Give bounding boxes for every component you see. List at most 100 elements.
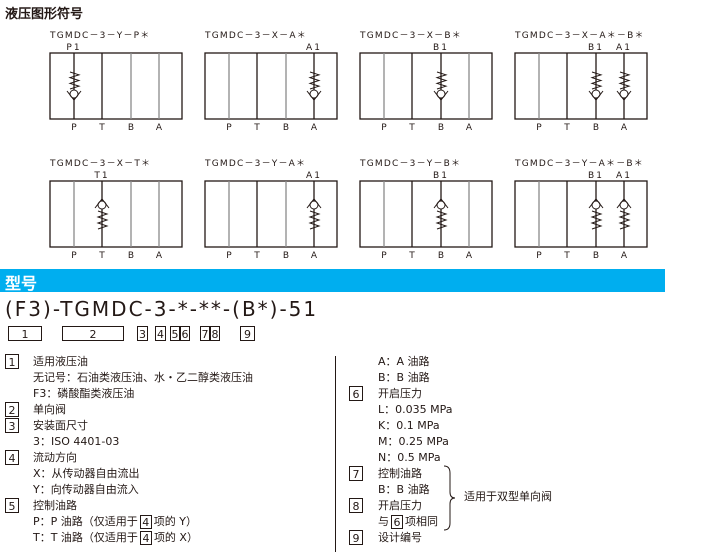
legend-text: X：从传动器自由流出: [33, 467, 140, 480]
port-label: A: [156, 123, 163, 133]
check-valve-icon: [588, 71, 604, 101]
legend-text: 开启压力: [378, 387, 422, 400]
port-label: B: [128, 123, 134, 133]
diagram-title: TGMDC－3－Y－B＊: [360, 159, 462, 169]
diagram-title: TGMDC－3－Y－A＊: [205, 159, 307, 169]
port-label: B: [438, 251, 444, 261]
legend-line: F3：磷酸酯类液压油: [33, 386, 134, 402]
diagram-title: TGMDC－3－Y－P＊: [50, 31, 151, 41]
model-code: (F3)-TGMDC-3-*-**-(B*)-51: [5, 297, 319, 321]
model-header-bar: 型号: [0, 269, 665, 293]
port-label: T: [253, 251, 260, 261]
port-label: B: [283, 251, 289, 261]
item-number: 5: [5, 498, 19, 513]
port-label: P: [226, 123, 232, 133]
code-box-9: 9: [240, 326, 255, 341]
port-label: P: [536, 251, 542, 261]
port-label: P: [226, 251, 232, 261]
legend-text: 无记号：石油类液压油、水・乙二醇类液压油: [33, 371, 253, 384]
legend-line: 开启压力: [378, 386, 422, 402]
legend-line: M：0.25 MPa: [378, 434, 449, 450]
item-reference: 4: [139, 515, 152, 529]
diagram-title: TGMDC－3－X－A＊: [205, 31, 307, 41]
code-box-7: 7: [200, 326, 210, 341]
check-valve-icon: [433, 71, 449, 101]
port-label: B: [128, 251, 134, 261]
check-valve-icon: [616, 71, 632, 101]
legend-text: 单向阀: [33, 403, 66, 416]
port-label: T: [563, 251, 570, 261]
port-label: P: [71, 251, 77, 261]
bracket-note: 适用于双型单向阀: [464, 490, 552, 503]
legend-text: 适用液压油: [33, 355, 88, 368]
code-box-6: 6: [180, 326, 190, 341]
port-label: T: [253, 123, 260, 133]
item-number: 3: [5, 418, 19, 433]
item-reference: 4: [139, 531, 152, 545]
legend-text: B：B 油路: [378, 483, 430, 496]
legend-line: A：A 油路: [378, 354, 430, 370]
legend-line: 流动方向: [33, 450, 77, 466]
valve-label: A1: [616, 43, 632, 53]
code-box-2: 2: [62, 326, 124, 341]
legend-text: 3：ISO 4401-03: [33, 435, 120, 448]
valve-label: T1: [93, 171, 109, 181]
legend-line: 开启压力: [378, 498, 422, 514]
legend-line: B：B 油路: [378, 370, 430, 386]
check-valve-icon: [616, 198, 632, 230]
port-label: P: [381, 123, 387, 133]
legend-text-suffix: 项的 X）: [153, 531, 198, 544]
valve-label: A1: [616, 171, 632, 181]
legend-text-suffix: 项相同: [405, 515, 438, 528]
legend-text: A：A 油路: [378, 355, 430, 368]
port-label: T: [408, 251, 415, 261]
port-label: T: [408, 123, 415, 133]
diagram-title: TGMDC－3－X－T＊: [50, 159, 152, 169]
valve-label: A1: [306, 43, 322, 53]
item-number: 7: [349, 466, 363, 481]
port-label: B: [593, 123, 599, 133]
column-divider: [335, 356, 336, 552]
port-label: T: [563, 123, 570, 133]
port-label: B: [283, 123, 289, 133]
legend-text: 安装面尺寸: [33, 419, 88, 432]
legend-text-suffix: 项的 Y）: [153, 515, 197, 528]
legend-text: 设计编号: [378, 531, 422, 544]
port-label: P: [536, 123, 542, 133]
brace-icon: [443, 465, 456, 531]
item-number: 4: [5, 450, 19, 465]
check-valve-icon: [306, 198, 322, 230]
model-header: 型号: [5, 274, 38, 293]
code-box-4: 4: [155, 326, 166, 341]
legend-text: Y：向传动器自由流入: [33, 483, 139, 496]
item-reference: 6: [391, 515, 403, 529]
port-label: T: [98, 123, 105, 133]
port-label: B: [438, 123, 444, 133]
legend-line: 3：ISO 4401-03: [33, 434, 119, 450]
port-label: A: [466, 251, 473, 261]
item-number: 8: [349, 498, 363, 513]
legend-text: 与: [378, 515, 389, 528]
code-box-8: 8: [210, 326, 220, 341]
valve-label: A1: [306, 171, 322, 181]
legend-text: P：P 油路（仅适用于: [33, 515, 138, 528]
port-label: A: [466, 123, 473, 133]
legend-text: T：T 油路（仅适用于: [33, 531, 138, 544]
legend-text: L：0.035 MPa: [378, 403, 453, 416]
port-label: A: [621, 251, 628, 261]
valve-label: B1: [433, 171, 449, 181]
item-number: 2: [5, 402, 19, 417]
